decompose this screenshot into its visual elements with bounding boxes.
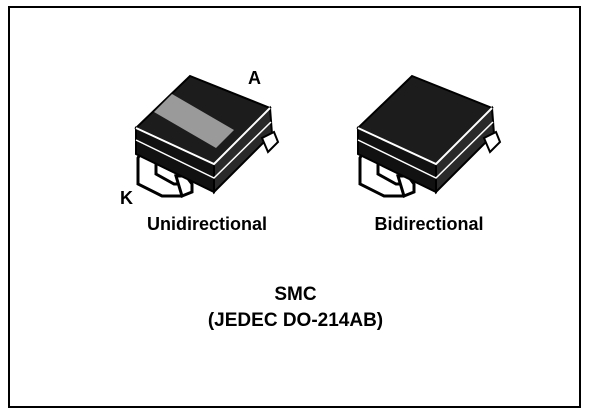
unidirectional-package-drawing <box>134 74 280 199</box>
bidirectional-caption: Bidirectional <box>374 214 484 234</box>
jedec-standard: (JEDEC DO-214AB) <box>207 310 384 331</box>
anode-label: A <box>248 68 261 88</box>
bidirectional-package-drawing <box>356 74 502 199</box>
package-name: SMC <box>274 284 317 305</box>
cathode-band <box>154 94 234 148</box>
figure-frame: A K Unidirectional Bidirectional <box>8 6 581 408</box>
cathode-label: K <box>120 188 133 208</box>
unidirectional-caption: Unidirectional <box>146 214 267 234</box>
